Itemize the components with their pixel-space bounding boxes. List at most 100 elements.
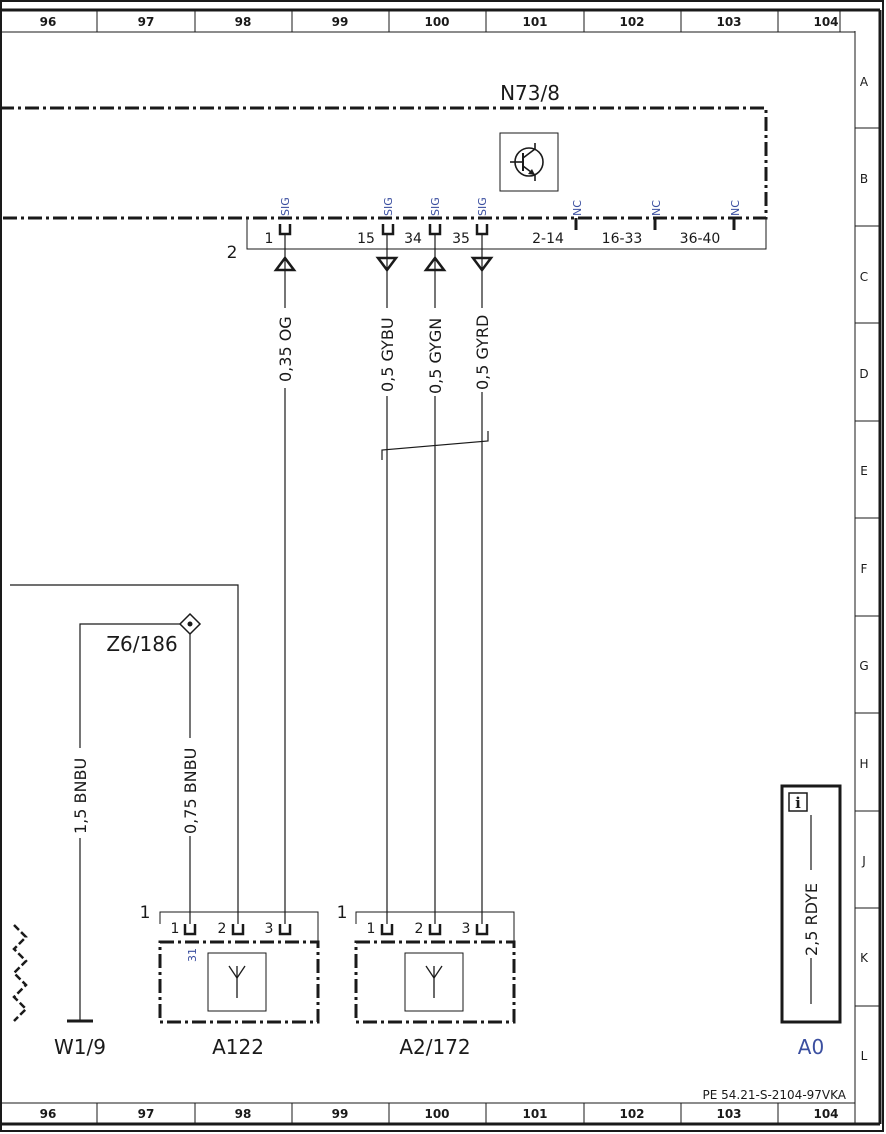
pin-signal-tag: NC xyxy=(650,200,663,216)
signal-direction-arrows xyxy=(273,255,494,273)
antenna-icon xyxy=(207,952,267,1012)
pin-signal-tag: NC xyxy=(571,200,584,216)
col-label: 98 xyxy=(235,1107,252,1121)
pin-1 xyxy=(278,224,292,236)
info-icon-glyph: i xyxy=(795,794,801,812)
pin-label: 15 xyxy=(357,231,375,247)
row-label: A xyxy=(860,75,869,89)
wire-label-gybu: 0,5 GYBU xyxy=(378,317,397,392)
row-label: J xyxy=(861,854,866,868)
connector-number: 1 xyxy=(337,903,348,923)
col-label: 98 xyxy=(235,15,252,29)
component-boundary xyxy=(0,106,768,220)
pin-label: 1 xyxy=(265,231,274,247)
pin-35 xyxy=(475,224,489,236)
row-label: B xyxy=(860,172,868,186)
component-a122: 1 1 2 3 31 A122 xyxy=(140,903,320,1059)
col-label: 99 xyxy=(332,15,349,29)
wire-label-gyrd: 0,5 GYRD xyxy=(473,315,492,390)
component-label: N73/8 xyxy=(500,81,560,105)
col-label: 96 xyxy=(40,15,57,29)
component-label: A2/172 xyxy=(399,1035,470,1059)
pin-label: 2 xyxy=(218,921,227,937)
pin-1 xyxy=(183,924,197,936)
pin-signal-tag: NC xyxy=(729,200,742,216)
pin-3 xyxy=(278,924,292,936)
pin-label: 36-40 xyxy=(680,231,721,247)
row-label: E xyxy=(860,464,868,478)
pin-label: 2 xyxy=(415,921,424,937)
col-label: 97 xyxy=(138,1107,155,1121)
row-label: K xyxy=(860,951,869,965)
info-icon xyxy=(788,792,808,812)
pin-label: 35 xyxy=(452,231,470,247)
pin-34 xyxy=(428,224,442,236)
component-boundary xyxy=(354,940,516,1024)
pin-2 xyxy=(231,924,245,936)
transistor-icon xyxy=(499,132,559,192)
wire-label-gygn: 0,5 GYGN xyxy=(426,318,445,394)
connector-number: 1 xyxy=(140,903,151,923)
info-box xyxy=(780,784,842,1024)
col-label: 104 xyxy=(813,1107,838,1121)
col-label: 101 xyxy=(522,15,547,29)
wire-label-rdye: 2,5 RDYE xyxy=(802,883,821,956)
pin-signal-tag: SIG xyxy=(476,197,489,216)
component-z6-186: Z6/186 xyxy=(106,612,202,656)
antenna-icon xyxy=(404,952,464,1012)
twisted-pair-marker xyxy=(381,431,489,460)
grid-bottom: 96 97 98 99 100 101 102 103 104 xyxy=(0,1102,880,1126)
pin-note: 31 xyxy=(186,948,199,962)
component-label: A0 xyxy=(798,1035,824,1059)
grid-top: 96 97 98 99 100 101 102 103 104 xyxy=(0,8,880,33)
col-label: 96 xyxy=(40,1107,57,1121)
component-label: Z6/186 xyxy=(106,632,177,656)
connector-2-housing xyxy=(246,218,767,250)
row-label: G xyxy=(859,659,868,673)
component-a2-172: 1 1 2 3 A2/172 xyxy=(337,903,516,1059)
component-label: A122 xyxy=(212,1035,264,1059)
row-label: C xyxy=(860,270,868,284)
pin-signal-tag: SIG xyxy=(279,197,292,216)
wires xyxy=(10,234,489,1023)
component-a0: i 2,5 RDYE A0 xyxy=(780,784,842,1059)
row-label: D xyxy=(859,367,868,381)
wire-label-bnbu-15: 1,5 BNBU xyxy=(71,758,90,834)
pin-1 xyxy=(380,924,394,936)
row-label: F xyxy=(861,562,868,576)
col-label: 103 xyxy=(716,1107,741,1121)
col-label: 100 xyxy=(424,15,449,29)
pin-label: 3 xyxy=(462,921,471,937)
row-label: L xyxy=(861,1049,868,1063)
col-label: 101 xyxy=(522,1107,547,1121)
pin-label: 2-14 xyxy=(532,231,564,247)
pin-label: 1 xyxy=(367,921,376,937)
pin-label: 16-33 xyxy=(602,231,643,247)
pin-3 xyxy=(475,924,489,936)
col-label: 104 xyxy=(813,15,838,29)
col-label: 99 xyxy=(332,1107,349,1121)
ground-label-w1-9: W1/9 xyxy=(54,1035,106,1059)
document-reference: PE 54.21-S-2104-97VKA xyxy=(703,1088,847,1102)
continuation-marker xyxy=(12,924,28,1022)
pin-signal-tag: SIG xyxy=(382,197,395,216)
pin-label: 34 xyxy=(404,231,422,247)
wire-label-og: 0,35 OG xyxy=(276,316,295,382)
grid-right: A B C D E F G H J K L xyxy=(855,10,882,1124)
connector-number: 2 xyxy=(227,243,238,263)
col-label: 102 xyxy=(619,1107,644,1121)
pin-label: 1 xyxy=(171,921,180,937)
col-label: 102 xyxy=(619,15,644,29)
pin-2 xyxy=(428,924,442,936)
pin-signal-tag: SIG xyxy=(429,197,442,216)
col-label: 103 xyxy=(716,15,741,29)
col-label: 97 xyxy=(138,15,155,29)
pin-15 xyxy=(381,224,395,236)
component-boundary xyxy=(158,940,320,1024)
component-n73-8: N73/8 2 1 15 34 35 2-14 16-33 36-40 xyxy=(0,81,768,263)
pin-label: 3 xyxy=(265,921,274,937)
row-label: H xyxy=(859,757,868,771)
wire-label-bnbu-075: 0,75 BNBU xyxy=(181,748,200,834)
